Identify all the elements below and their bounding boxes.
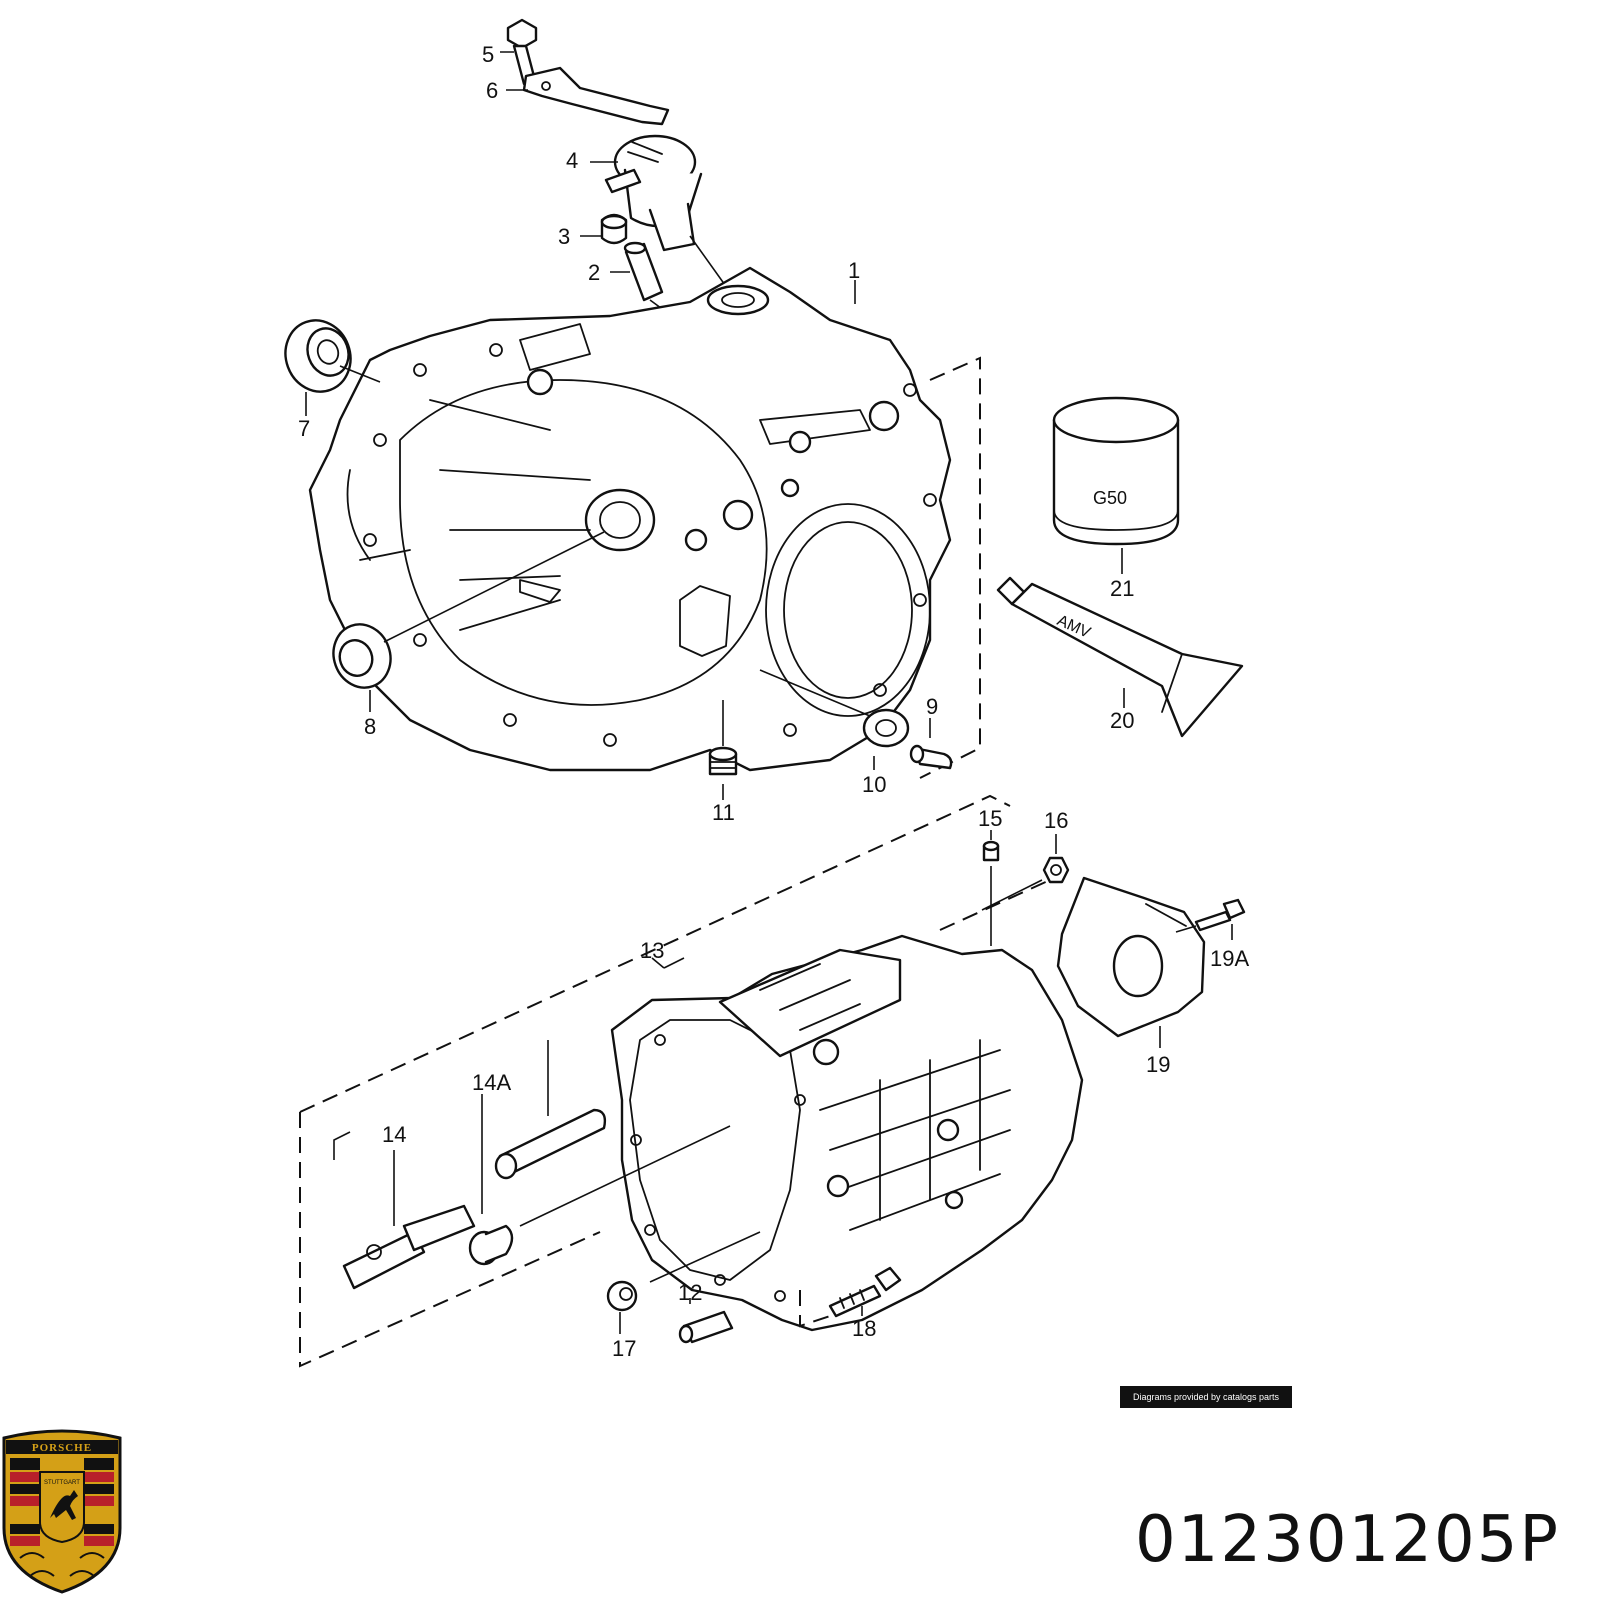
callout-15: 15	[978, 806, 1002, 831]
callout-10: 10	[862, 772, 886, 797]
callout-19: 19	[1146, 1052, 1170, 1077]
callout-20: 20	[1110, 708, 1134, 733]
callout-6: 6	[486, 78, 498, 103]
can-label: G50	[1093, 488, 1127, 508]
part-14-fork	[333, 1131, 476, 1290]
part-21-can: G50	[1052, 396, 1180, 574]
part-17-plug	[606, 1231, 761, 1334]
callout-18: 18	[852, 1316, 876, 1341]
callout-9: 9	[926, 694, 938, 719]
callout-2: 2	[588, 260, 600, 285]
callout-7: 7	[298, 416, 310, 441]
callout-3: 3	[558, 224, 570, 249]
porsche-crest-logo: PORSCHE STUTTGART	[2, 1429, 122, 1594]
callout-11: 11	[712, 800, 735, 825]
part-number: 012301205P	[1134, 1503, 1560, 1577]
part-bushing	[468, 1224, 514, 1266]
callout-4: 4	[566, 148, 578, 173]
part-14a-pin	[481, 1040, 607, 1214]
svg-text:PORSCHE: PORSCHE	[32, 1442, 92, 1454]
callout-5: 5	[482, 42, 494, 67]
part-1-housing	[308, 266, 952, 772]
callout-19a: 19A	[1210, 946, 1249, 971]
diagram-credit-badge: Diagrams provided by catalogs parts	[1120, 1386, 1292, 1408]
part-16-nut	[981, 834, 1070, 911]
part-7-seal	[284, 319, 352, 393]
part-4-sensor	[604, 134, 703, 252]
part-6-bracket	[522, 66, 670, 126]
callout-21: 21	[1110, 576, 1134, 601]
part-18-screw	[828, 1266, 902, 1318]
part-20-tube: AMV	[996, 576, 1244, 738]
part-13-gearbox-housing	[610, 934, 1084, 1332]
callout-17: 17	[612, 1336, 636, 1361]
callout-16: 16	[1044, 808, 1068, 833]
svg-text:STUTTGART: STUTTGART	[44, 1480, 80, 1486]
part-19a-bolt	[1175, 898, 1246, 940]
callout-8: 8	[364, 714, 376, 739]
callout-14: 14	[382, 1122, 406, 1147]
callout-14a: 14A	[472, 1070, 511, 1095]
callout-1: 1	[848, 258, 860, 283]
callout-labels: 5 6 4 3 2 1 7 8 9 10 11 21 20 15 16 13 1…	[298, 42, 1249, 1361]
part-10-bearing	[759, 669, 910, 748]
part-9-plug	[909, 744, 953, 770]
part-19-cover	[1056, 876, 1206, 1048]
part-8-seal	[332, 623, 392, 689]
callout-13: 13	[640, 938, 664, 963]
callout-12: 12	[678, 1280, 702, 1305]
part-2-pin	[623, 241, 664, 302]
part-3-cap	[600, 213, 628, 245]
part-12-pin	[678, 1298, 734, 1344]
part-15-pin	[982, 830, 1000, 946]
part-11-plug	[708, 700, 738, 800]
